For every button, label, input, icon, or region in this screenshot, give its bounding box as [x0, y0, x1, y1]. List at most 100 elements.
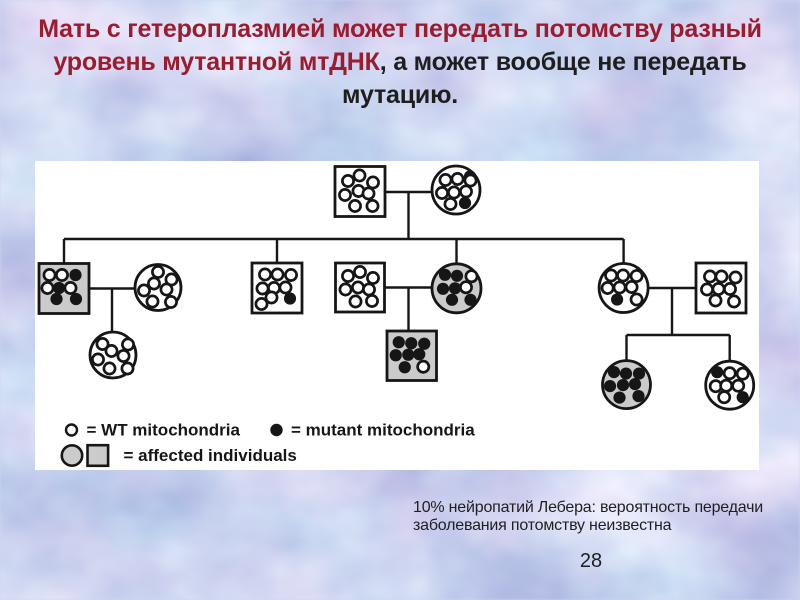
- wt-mitochondrion-dot: [416, 359, 431, 374]
- mutant-mitochondrion-dot: [611, 293, 624, 306]
- wt-mitochondrion-dot: [352, 168, 367, 183]
- mutant-mitochondrion-dot: [458, 196, 472, 210]
- mutant-mitochondrion-dot: [448, 282, 462, 295]
- mutant-mitochondrion-dot: [464, 293, 477, 306]
- wt-mitochondrion-dot: [42, 268, 57, 282]
- wt-mitochondrion-dot: [366, 271, 380, 285]
- footnote: 10% нейропатий Лебера: вероятность перед…: [413, 499, 793, 535]
- footnote-line-1: 10% нейропатий Лебера: вероятность перед…: [413, 499, 764, 516]
- wt-mitochondrion-dot: [629, 292, 644, 307]
- wt-mitochondrion-dot: [159, 282, 174, 297]
- wt-mitochondrion-dot: [459, 184, 473, 199]
- wt-mitochondrion-dot: [40, 281, 55, 295]
- mutant-mitochondrion-dot: [711, 366, 724, 379]
- wt-mitochondrion-dot: [443, 197, 458, 211]
- mutant-mitochondrion-dot: [438, 268, 452, 281]
- mutant-mitochondrion-dot: [628, 378, 642, 391]
- mutant-mitochondrion-dot: [389, 349, 402, 362]
- mutant-mitochondrion-dot: [619, 367, 633, 380]
- wt-mitochondrion-dot: [164, 295, 178, 309]
- title-line-2: уровень мутантной мтДНК, а может вообще …: [0, 46, 800, 79]
- mutant-mitochondrion-dot: [69, 268, 82, 282]
- wt-mitochondrion-dot: [365, 294, 379, 308]
- wt-mitochondrion-dot: [459, 280, 473, 295]
- title-segment: уровень мутантной мтДНК: [53, 48, 380, 76]
- wt-mitochondrion-dot: [450, 172, 465, 186]
- mutant-mitochondrion-dot: [616, 379, 630, 392]
- mutant-mitochondrion-dot: [413, 348, 426, 361]
- wt-mitochondrion-dot: [264, 290, 279, 305]
- wt-mitochondrion-dot: [341, 269, 355, 283]
- wt-mitochondrion-dot: [361, 186, 376, 201]
- wt-mitochondrion-dot: [727, 294, 741, 309]
- mutant-mitochondrion-dot: [436, 282, 450, 295]
- legend-affected-square-marker: [86, 443, 110, 468]
- mutant-mitochondrion-dot: [52, 281, 66, 295]
- wt-mitochondrion-dot: [120, 361, 135, 376]
- wt-mitochondrion-dot: [95, 337, 110, 351]
- title-segment: , а может вообще не передать: [379, 48, 747, 76]
- wt-mitochondrion-dot: [362, 282, 376, 297]
- wt-mitochondrion-dot: [604, 268, 619, 283]
- wt-mitochondrion-dot: [254, 297, 269, 311]
- wt-mitochondrion-dot: [55, 268, 69, 282]
- wt-mitochondrion-dot: [624, 280, 639, 294]
- wt-mitochondrion-dot: [104, 344, 119, 358]
- wt-mitochondrion-dot: [137, 283, 151, 298]
- pedigree-figure: = WT mitochondria = mutant mitochondria = …: [35, 161, 759, 470]
- page-number: 28: [579, 550, 603, 572]
- mutant-mitochondrion-dot: [392, 336, 405, 349]
- wt-mitochondrion-dot: [629, 269, 644, 283]
- wt-mitochondrion-dot: [719, 378, 734, 393]
- title-segment: мутацию.: [342, 81, 458, 109]
- wt-mitochondrion-dot: [728, 270, 743, 285]
- title-line-3: мутацию.: [0, 79, 800, 112]
- wt-mitochondrion-dot: [464, 269, 479, 284]
- wt-mitochondrion-dot: [348, 199, 362, 213]
- wt-mitochondrion-dot: [708, 293, 723, 308]
- legend-mutant-marker: [270, 423, 283, 437]
- wt-mitochondrion-dot: [351, 280, 365, 295]
- wt-mitochondrion-dot: [717, 390, 732, 405]
- mutant-mitochondrion-dot: [69, 292, 83, 306]
- mutant-mitochondrion-dot: [283, 292, 297, 305]
- legend-mutant-label: = mutant mitochondria: [291, 421, 475, 440]
- wt-mitochondrion-dot: [447, 185, 461, 200]
- wt-mitochondrion-dot: [338, 188, 352, 202]
- mutant-mitochondrion-dot: [50, 292, 63, 306]
- mutant-mitochondrion-dot: [613, 391, 626, 404]
- legend-wt-label: = WT mitochondria: [87, 421, 241, 440]
- footnote-line-2: заболевания потомству неизвестна: [413, 517, 672, 534]
- wt-mitochondrion-dot: [255, 281, 270, 296]
- mutant-mitochondrion-dot: [736, 391, 749, 404]
- pedigree-diagram: = WT mitochondria = mutant mitochondria = …: [37, 164, 756, 468]
- title-line-1: Мать с гетероплазмией может передать пот…: [0, 13, 800, 46]
- mutant-mitochondrion-dot: [632, 367, 646, 380]
- wt-mitochondrion-dot: [600, 281, 615, 295]
- wt-mitochondrion-dot: [145, 294, 160, 309]
- wt-mitochondrion-dot: [463, 173, 478, 188]
- mutant-mitochondrion-dot: [418, 337, 431, 350]
- wt-mitochondrion-dot: [612, 280, 627, 295]
- mutant-mitochondrion-dot: [607, 366, 621, 379]
- mutant-mitochondrion-dot: [405, 337, 418, 350]
- slide-title: Мать с гетероплазмией может передать пот…: [0, 13, 800, 112]
- wt-mitochondrion-dot: [711, 282, 726, 296]
- wt-mitochondrion-dot: [348, 294, 363, 309]
- wt-mitochondrion-dot: [102, 361, 117, 376]
- wt-mitochondrion-dot: [366, 175, 380, 190]
- wt-mitochondrion-dot: [284, 268, 298, 282]
- legend-affected-label: = affected individuals: [124, 446, 297, 465]
- mutant-mitochondrion-dot: [450, 269, 464, 282]
- wt-mitochondrion-dot: [731, 378, 746, 393]
- wt-mitochondrion-dot: [735, 366, 750, 381]
- title-segment: Мать с гетероплазмией может передать пот…: [38, 15, 762, 43]
- wt-mitochondrion-dot: [338, 282, 353, 297]
- legend-affected-circle-marker: [60, 443, 84, 467]
- wt-mitochondrion-dot: [703, 269, 717, 284]
- wt-mitochondrion-dot: [700, 282, 714, 297]
- wt-mitochondrion-dot: [353, 265, 367, 279]
- wt-mitochondrion-dot: [723, 282, 737, 296]
- wt-mitochondrion-dot: [270, 267, 285, 282]
